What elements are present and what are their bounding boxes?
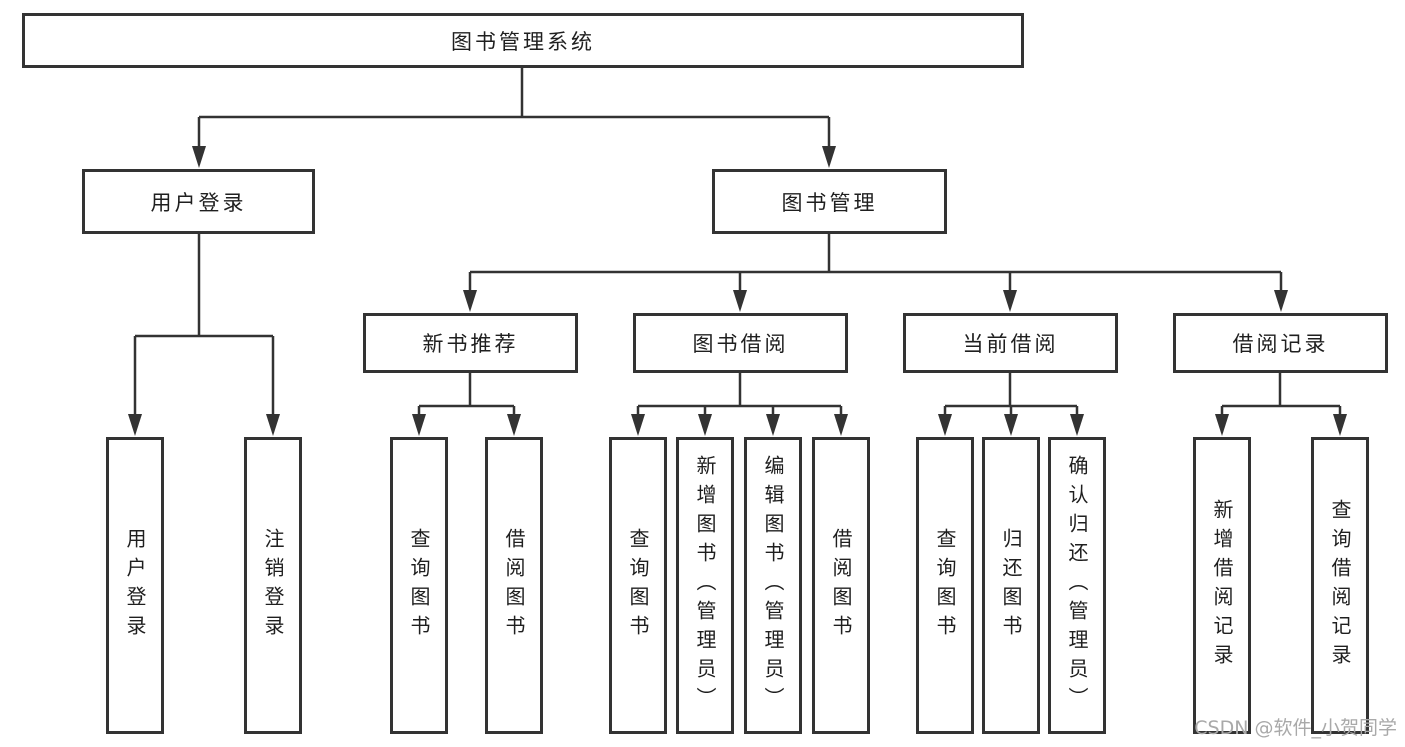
leaf-edit-book-admin: 编辑图书（管理员） [744, 437, 802, 734]
leaf-query-books-borrowing: 查询图书 [609, 437, 667, 734]
node-library-management-system-label: 图书管理系统 [451, 29, 595, 54]
leaf-user-login: 用户登录 [106, 437, 164, 734]
leaf-add-book-admin-label: 新增图书（管理员） [693, 455, 717, 716]
node-borrowing-records-label: 借阅记录 [1232, 332, 1329, 356]
leaf-borrow-books-borrowing: 借阅图书 [812, 437, 870, 734]
leaf-logout-label: 注销登录 [261, 527, 285, 644]
leaf-add-borrow-record-label: 新增借阅记录 [1210, 498, 1234, 673]
node-book-management-label: 图书管理 [781, 190, 878, 215]
node-borrowing-records: 借阅记录 [1173, 313, 1388, 373]
leaf-borrow-books-recommend: 借阅图书 [485, 437, 543, 734]
leaf-query-borrow-record: 查询借阅记录 [1311, 437, 1369, 734]
leaf-user-login-label: 用户登录 [123, 527, 147, 644]
leaf-logout: 注销登录 [244, 437, 302, 734]
leaf-return-books: 归还图书 [982, 437, 1040, 734]
leaf-query-books-recommend: 查询图书 [390, 437, 448, 734]
node-book-borrowing: 图书借阅 [633, 313, 848, 373]
leaf-return-books-label: 归还图书 [999, 527, 1023, 644]
csdn-watermark: CSDN @软件_小贺同学 [1194, 717, 1397, 739]
node-new-book-recommendation-label: 新书推荐 [422, 332, 519, 356]
leaf-borrow-books-recommend-label: 借阅图书 [502, 527, 526, 644]
leaf-query-books-current: 查询图书 [916, 437, 974, 734]
leaf-query-books-current-label: 查询图书 [933, 527, 957, 644]
leaf-query-borrow-record-label: 查询借阅记录 [1328, 498, 1352, 673]
leaf-query-books-borrowing-label: 查询图书 [626, 527, 650, 644]
leaf-edit-book-admin-label: 编辑图书（管理员） [761, 455, 785, 716]
node-user-login: 用户登录 [82, 169, 315, 234]
node-current-borrowing: 当前借阅 [903, 313, 1118, 373]
node-book-borrowing-label: 图书借阅 [692, 332, 789, 356]
leaf-borrow-books-borrowing-label: 借阅图书 [829, 527, 853, 644]
node-user-login-label: 用户登录 [150, 190, 247, 215]
node-current-borrowing-label: 当前借阅 [962, 332, 1059, 356]
leaf-confirm-return-admin: 确认归还（管理员） [1048, 437, 1106, 734]
leaf-query-books-recommend-label: 查询图书 [407, 527, 431, 644]
leaf-add-borrow-record: 新增借阅记录 [1193, 437, 1251, 734]
arrowhead-icons [128, 146, 1347, 436]
node-book-management: 图书管理 [712, 169, 947, 234]
leaf-add-book-admin: 新增图书（管理员） [676, 437, 734, 734]
node-library-management-system: 图书管理系统 [22, 13, 1024, 68]
leaf-confirm-return-admin-label: 确认归还（管理员） [1065, 455, 1089, 716]
node-new-book-recommendation: 新书推荐 [363, 313, 578, 373]
